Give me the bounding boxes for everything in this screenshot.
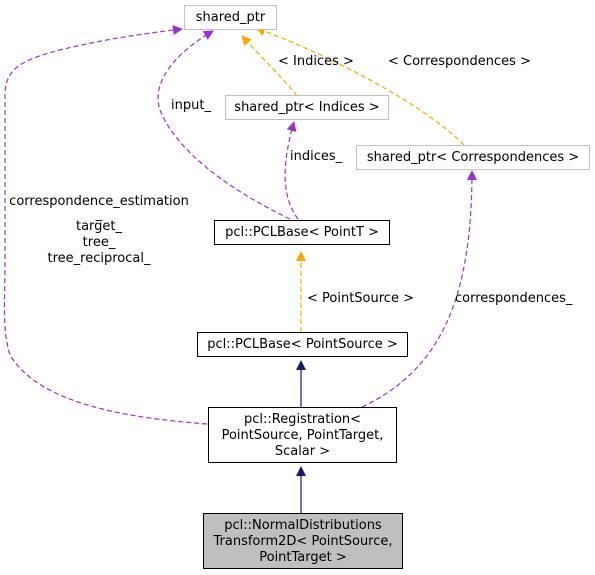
edge-label-input: input_ xyxy=(171,98,211,113)
node-pclbase-pointt[interactable]: pcl::PCLBase< PointT > xyxy=(214,220,390,245)
node-ndt2d[interactable]: pcl::NormalDistributions Transform2D< Po… xyxy=(203,513,403,569)
node-shared-ptr-label: shared_ptr xyxy=(195,10,266,25)
node-shared-ptr-indices-label: shared_ptr< Indices > xyxy=(234,100,380,115)
node-ndt2d-line-2: Transform2D< PointSource, xyxy=(213,534,393,549)
edge-label-member-5: tree_reciprocal_ xyxy=(47,251,151,266)
node-registration-line-2: PointSource, PointTarget, xyxy=(221,428,384,443)
edge-pclbase-pointt-to-shared-ptr-indices xyxy=(284,121,299,220)
edge-label-indices: indices_ xyxy=(290,149,343,164)
node-shared-ptr-indices[interactable]: shared_ptr< Indices > xyxy=(225,95,389,120)
node-ndt2d-line-1: pcl::NormalDistributions xyxy=(224,518,382,533)
edge-label-indices-template: < Indices > xyxy=(278,54,354,69)
edge-shared-ptr-indices-to-shared-ptr xyxy=(241,35,298,97)
node-shared-ptr-correspondences[interactable]: shared_ptr< Correspondences > xyxy=(356,145,590,170)
node-pclbase-pointsource-label: pcl::PCLBase< PointSource > xyxy=(207,337,398,352)
node-registration-line-3: Scalar > xyxy=(274,444,331,459)
edge-label-correspondences-template: < Correspondences > xyxy=(388,54,531,69)
node-registration-line-1: pcl::Registration< xyxy=(243,412,362,427)
edge-pclbase-pointt-to-shared-ptr-input xyxy=(157,30,291,220)
edge-label-member-3: target_ xyxy=(75,219,123,234)
node-shared-ptr-correspondences-label: shared_ptr< Correspondences > xyxy=(366,150,580,165)
edge-label-point-source-template: < PointSource > xyxy=(307,291,414,306)
edge-label-member-1: correspondence_estimation xyxy=(9,194,189,209)
edge-registration-to-shared-ptr-members xyxy=(3,25,208,425)
edge-registration-to-shared-ptr-correspondences xyxy=(361,170,477,408)
node-pclbase-pointt-label: pcl::PCLBase< PointT > xyxy=(225,225,379,240)
node-ndt2d-line-3: PointTarget > xyxy=(259,550,347,565)
node-registration[interactable]: pcl::Registration< PointSource, PointTar… xyxy=(208,407,397,463)
edge-label-member-2: _ xyxy=(95,207,103,222)
edge-label-registration-members: correspondence_estimation _ target_ tree… xyxy=(3,194,195,267)
edge-label-member-4: tree_ xyxy=(82,235,116,250)
edge-shared-ptr-correspondences-to-shared-ptr xyxy=(255,26,465,146)
node-shared-ptr[interactable]: shared_ptr xyxy=(184,5,277,30)
node-pclbase-pointsource[interactable]: pcl::PCLBase< PointSource > xyxy=(197,332,408,357)
edge-label-correspondences: correspondences_ xyxy=(455,291,573,306)
